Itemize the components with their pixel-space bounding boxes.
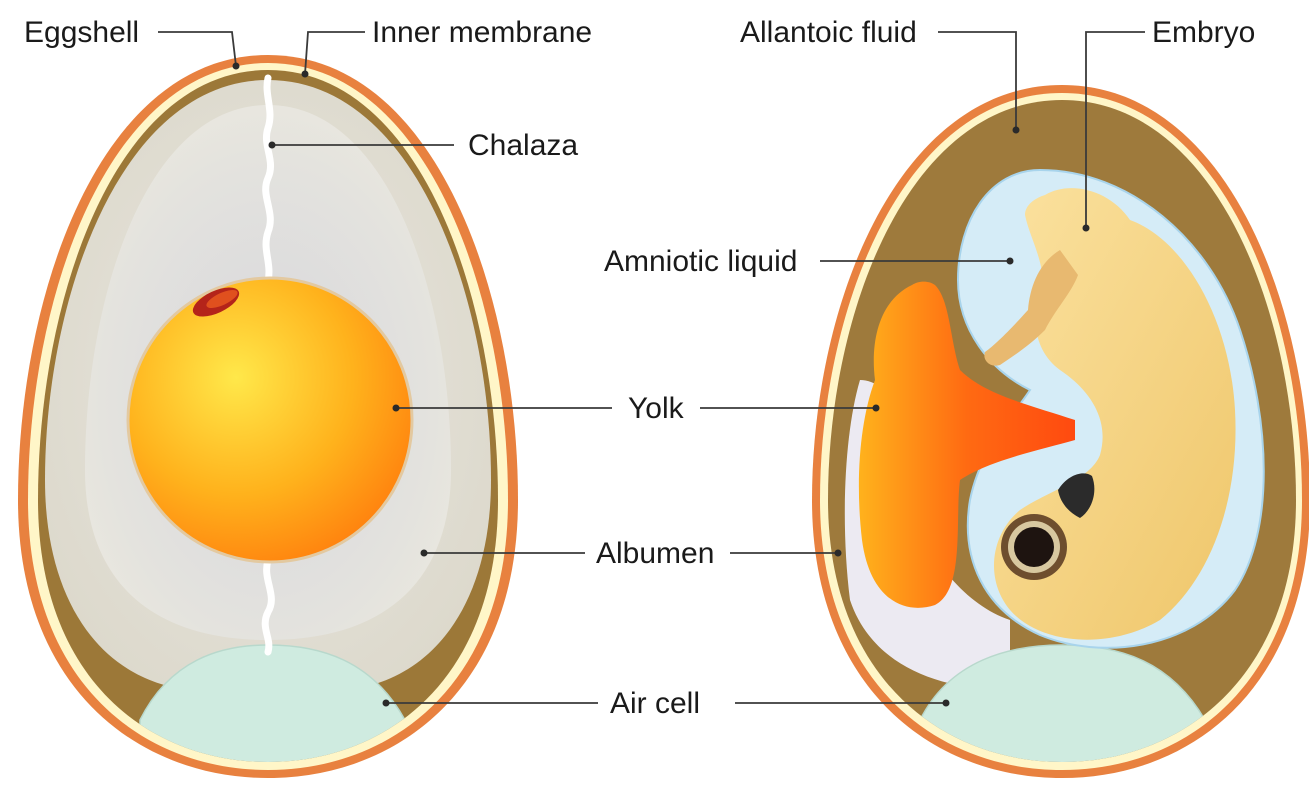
pointer-air-cell-left	[383, 700, 390, 707]
pointer-yolk-right	[873, 405, 880, 412]
pointer-chalaza	[269, 142, 276, 149]
pointer-albumen-right	[835, 550, 842, 557]
chalaza-upper	[266, 78, 271, 282]
label-embryo: Embryo	[1152, 16, 1255, 49]
pointer-inner-membrane	[302, 71, 309, 78]
label-chalaza: Chalaza	[468, 129, 578, 162]
label-albumen: Albumen	[596, 537, 714, 570]
embryo-eye	[1014, 527, 1054, 567]
label-air-cell: Air cell	[610, 687, 700, 720]
pointer-embryo	[1083, 225, 1090, 232]
egg-right	[812, 85, 1309, 780]
pointer-air-cell-right	[943, 700, 950, 707]
pointer-amniotic-liquid	[1007, 258, 1014, 265]
label-inner-membrane: Inner membrane	[372, 16, 592, 49]
pointer-eggshell	[233, 63, 240, 70]
pointer-yolk-left	[393, 405, 400, 412]
label-eggshell: Eggshell	[24, 16, 139, 49]
pointer-albumen-left	[421, 550, 428, 557]
label-yolk: Yolk	[628, 392, 685, 425]
label-allantoic-fluid: Allantoic fluid	[740, 16, 917, 49]
label-amniotic-liquid: Amniotic liquid	[604, 245, 797, 278]
pointer-allantoic-fluid	[1013, 127, 1020, 134]
egg-left	[18, 55, 518, 780]
yolk-left	[128, 278, 412, 562]
